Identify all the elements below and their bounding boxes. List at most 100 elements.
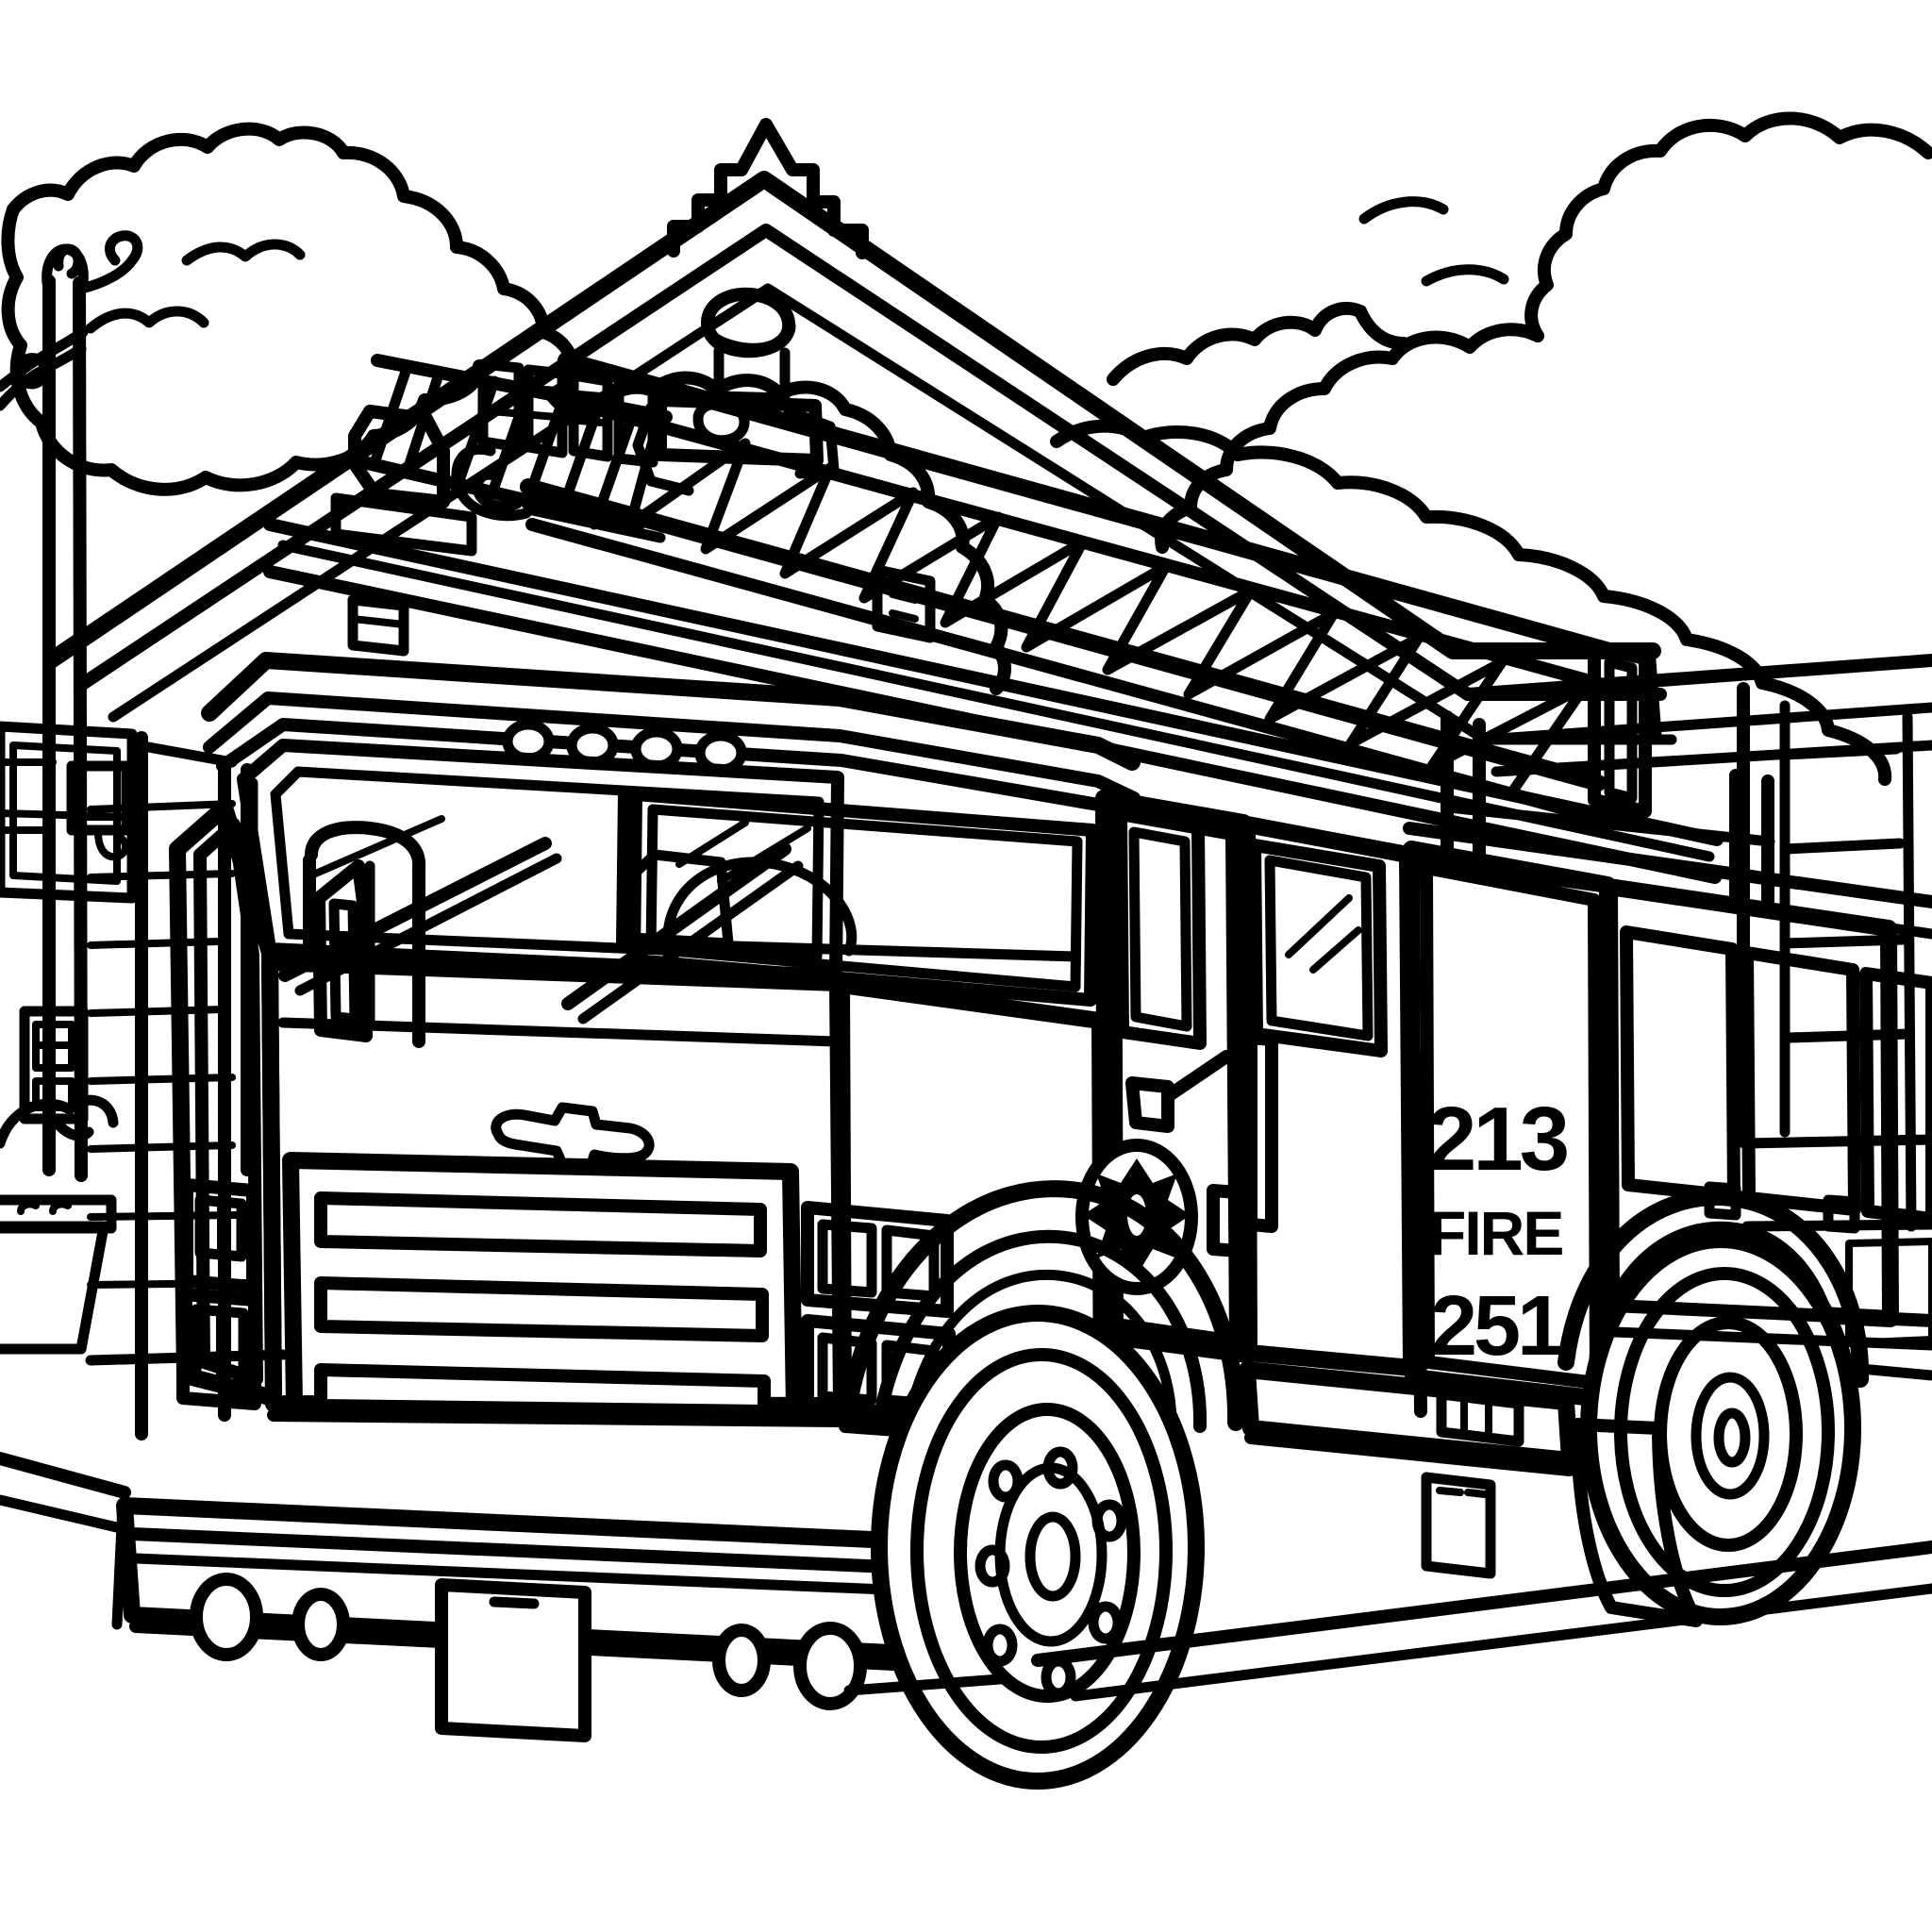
ladder-bed-rail-inner (277, 540, 1715, 862)
flower-stem (51, 1117, 94, 1141)
roof-box-lid (349, 615, 408, 628)
ladder-tip-inner (1604, 657, 1638, 804)
rear-wheel-hub-center (1713, 1407, 1751, 1468)
cab-hood-lower-edge (267, 1408, 850, 1427)
headlight-left-lower (176, 1288, 261, 1410)
guy-wire-mid (0, 326, 89, 392)
cab-roof-edge (203, 691, 1141, 805)
ground-shadow-line (843, 1674, 1006, 1696)
ground-line-left (0, 1452, 131, 1499)
roof-right-eave (1461, 654, 1932, 701)
guy-wire-upper (75, 230, 143, 294)
hose-reel-coil-inner (472, 469, 523, 512)
rear-wheel-rim (1654, 1316, 1803, 1552)
headlight-left-lamp-upper (194, 1194, 247, 1262)
body-access-door (1421, 1472, 1496, 1579)
roof-marker-lights (502, 719, 747, 775)
cloud-top-right (1524, 111, 1932, 342)
monitor-valve (692, 398, 750, 446)
rear-lower-edge (1607, 1299, 1932, 1327)
cloud-wisp-right-1 (1358, 196, 1449, 225)
ladder-truss-web (625, 408, 1591, 796)
roof-box (347, 594, 409, 657)
license-plate (435, 1578, 591, 1742)
cloud-right-lower-edge (1354, 305, 1410, 350)
grab-rail-rear (1207, 1184, 1244, 1257)
monitor-nozzle-ring1 (704, 321, 796, 354)
deck-equipment (477, 358, 658, 468)
bumper-light-2 (291, 1588, 350, 1661)
mirror-arm-bracket (305, 821, 426, 1048)
monitor-arm (783, 406, 840, 479)
grille-slats (314, 1191, 771, 1418)
front-tire-inner (910, 1348, 1173, 1754)
door-handle-front (1125, 1076, 1174, 1133)
cab-window-rear-highlight (1285, 894, 1353, 958)
bay-door-left-header (132, 740, 238, 768)
license-plate-tab (489, 1596, 540, 1609)
station-placard (19, 1006, 89, 1124)
door-handle-front-bar (1161, 1050, 1233, 1103)
running-board (1239, 1361, 1578, 1469)
hose-line (523, 504, 666, 543)
bay-door-right-panel-top (1779, 743, 1902, 760)
decal-panel (1410, 1050, 1427, 1418)
door-handle-rear (1244, 1031, 1278, 1233)
compartment-latch-2 (1823, 1194, 1860, 1234)
body-post-crossbar (1443, 802, 1775, 847)
windshield-highlight-left (308, 815, 445, 879)
department-word: FIRE (1428, 1198, 1562, 1268)
ladder-turntable (348, 405, 450, 508)
side-mirror (312, 859, 373, 1042)
bird-left (85, 306, 209, 334)
ladder-tip-block (1588, 641, 1652, 818)
deck-monitor (347, 287, 840, 657)
meter-box-hook (94, 828, 129, 861)
window-left-pane (9, 741, 121, 885)
bay-door-right-panel-mid (1779, 838, 1906, 855)
steering-wheel (662, 857, 858, 957)
pavement (0, 1452, 1932, 1702)
grille-emblem (491, 1102, 655, 1174)
side-mirror-glass (328, 898, 360, 1024)
hood-crease (277, 1017, 841, 1047)
ground-line-left2 (0, 1494, 126, 1534)
upper-body-rail (1403, 822, 1932, 908)
cab-window-rear-inner (1264, 855, 1374, 1041)
ladder-mount-block (872, 564, 936, 643)
bumper-light-3 (712, 1624, 771, 1697)
cloud-wisp-right-2 (1421, 264, 1509, 287)
running-board-edge (1244, 1431, 1576, 1476)
window-left (0, 721, 138, 904)
guy-wire-clamp (14, 353, 51, 390)
fender-flare-front-inner (873, 1229, 1208, 1433)
turntable-base (330, 492, 477, 557)
windshield-highlight-right2 (717, 824, 811, 885)
ladder-mount-bolt (889, 591, 919, 623)
fender-flare-front-inner2 (902, 1269, 1177, 1436)
body-skirt-rear (1845, 1362, 1932, 1381)
headlight-right-lower-lamp-1 (817, 1332, 877, 1406)
meter-box-lid (68, 813, 130, 834)
hose-reel-coil (451, 443, 532, 522)
roof-right-eave-inner (1479, 702, 1932, 745)
cloud-right-base (1107, 301, 1367, 386)
flower-pot-pebbles (17, 1200, 72, 1215)
seat-headrest (623, 849, 734, 949)
windshield-divider (616, 786, 631, 950)
fender-flare-rear (1557, 1189, 1870, 1388)
sky-group (1, 111, 1932, 786)
unit-number-bottom: 251 (1430, 1279, 1562, 1374)
windshield-right-glass (645, 804, 1083, 992)
monitor-body (654, 393, 824, 467)
cab-visor (216, 718, 1110, 812)
cloud-right-mid (1155, 323, 1544, 554)
pole-insulator-top (53, 243, 84, 279)
aerial-ladder (263, 352, 1724, 884)
ground-line-right (1031, 1541, 1932, 1667)
upper-body-rail-2 (1406, 855, 1932, 940)
fire-engine: 213 FIRE 251 (111, 652, 1932, 1790)
headlight-right (801, 1201, 954, 1318)
cab-window-front-inner (1128, 826, 1192, 1032)
